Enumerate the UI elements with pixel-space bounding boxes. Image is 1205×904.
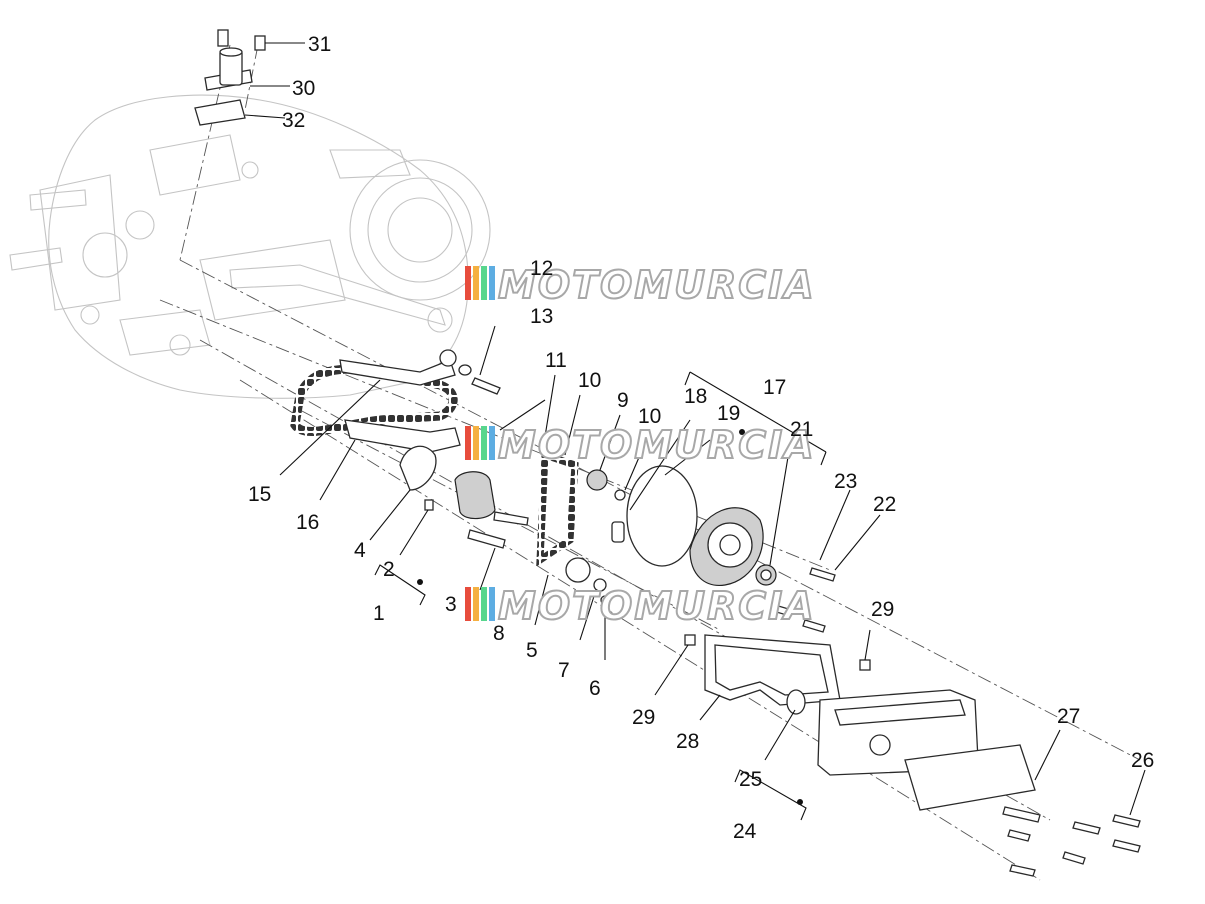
callout-20: 19 <box>717 402 740 425</box>
timing-chain <box>290 349 501 453</box>
callout-labels: 31 30 32 12 13 11 10 9 10 18 19 17 21 23… <box>248 33 1154 843</box>
callout-21: 21 <box>790 418 813 441</box>
callout-17: 16 <box>296 511 319 534</box>
callout-1: 1 <box>373 602 385 625</box>
callout-8: 8 <box>493 622 505 645</box>
callout-2: 2 <box>383 558 395 581</box>
watermark-text: MOTOMURCIA <box>498 263 816 307</box>
engine-block-ghost <box>9 94 491 399</box>
callout-18: 17 <box>763 376 786 399</box>
callout-6: 6 <box>589 677 601 700</box>
callout-10: 10 <box>638 405 661 428</box>
leader-lines <box>244 42 1146 821</box>
callout-23: 23 <box>834 470 857 493</box>
callout-25: 25 <box>739 768 762 791</box>
callout-12: 11 <box>545 349 567 372</box>
oil-pump-group <box>399 445 626 605</box>
watermark-middle: MOTOMURCIA <box>465 422 816 468</box>
callout-7: 7 <box>558 659 570 682</box>
chain-tensioner-assembly <box>194 29 266 126</box>
callout-9: 9 <box>617 389 629 412</box>
watermark-text: MOTOMURCIA <box>498 423 816 467</box>
callout-5: 5 <box>526 639 538 662</box>
bolt-set <box>1002 806 1141 877</box>
callout-26: 26 <box>1131 749 1154 772</box>
callout-32: 32 <box>282 109 305 132</box>
cover-assembly <box>684 634 1141 877</box>
callout-22: 22 <box>873 493 896 516</box>
callout-16: 15 <box>248 483 271 506</box>
callout-29-left: 29 <box>632 706 655 729</box>
callout-31: 31 <box>308 33 331 56</box>
pump-cover-assembly <box>626 465 836 633</box>
callout-19: 18 <box>684 385 707 408</box>
watermark-top: MOTOMURCIA <box>465 262 816 308</box>
callout-24: 24 <box>733 820 757 843</box>
watermark-bottom: MOTOMURCIA <box>465 583 816 629</box>
callout-13: 12 <box>530 257 553 280</box>
callout-11: 10 <box>578 369 601 392</box>
callout-3: 3 <box>445 593 457 616</box>
callout-15: 13 <box>530 305 553 328</box>
callout-4: 4 <box>354 539 366 562</box>
watermark-text: MOTOMURCIA <box>498 584 816 628</box>
callout-30: 30 <box>292 77 315 100</box>
callout-27: 27 <box>1057 705 1080 728</box>
callout-28: 28 <box>676 730 699 753</box>
callout-29-right: 29 <box>871 598 894 621</box>
